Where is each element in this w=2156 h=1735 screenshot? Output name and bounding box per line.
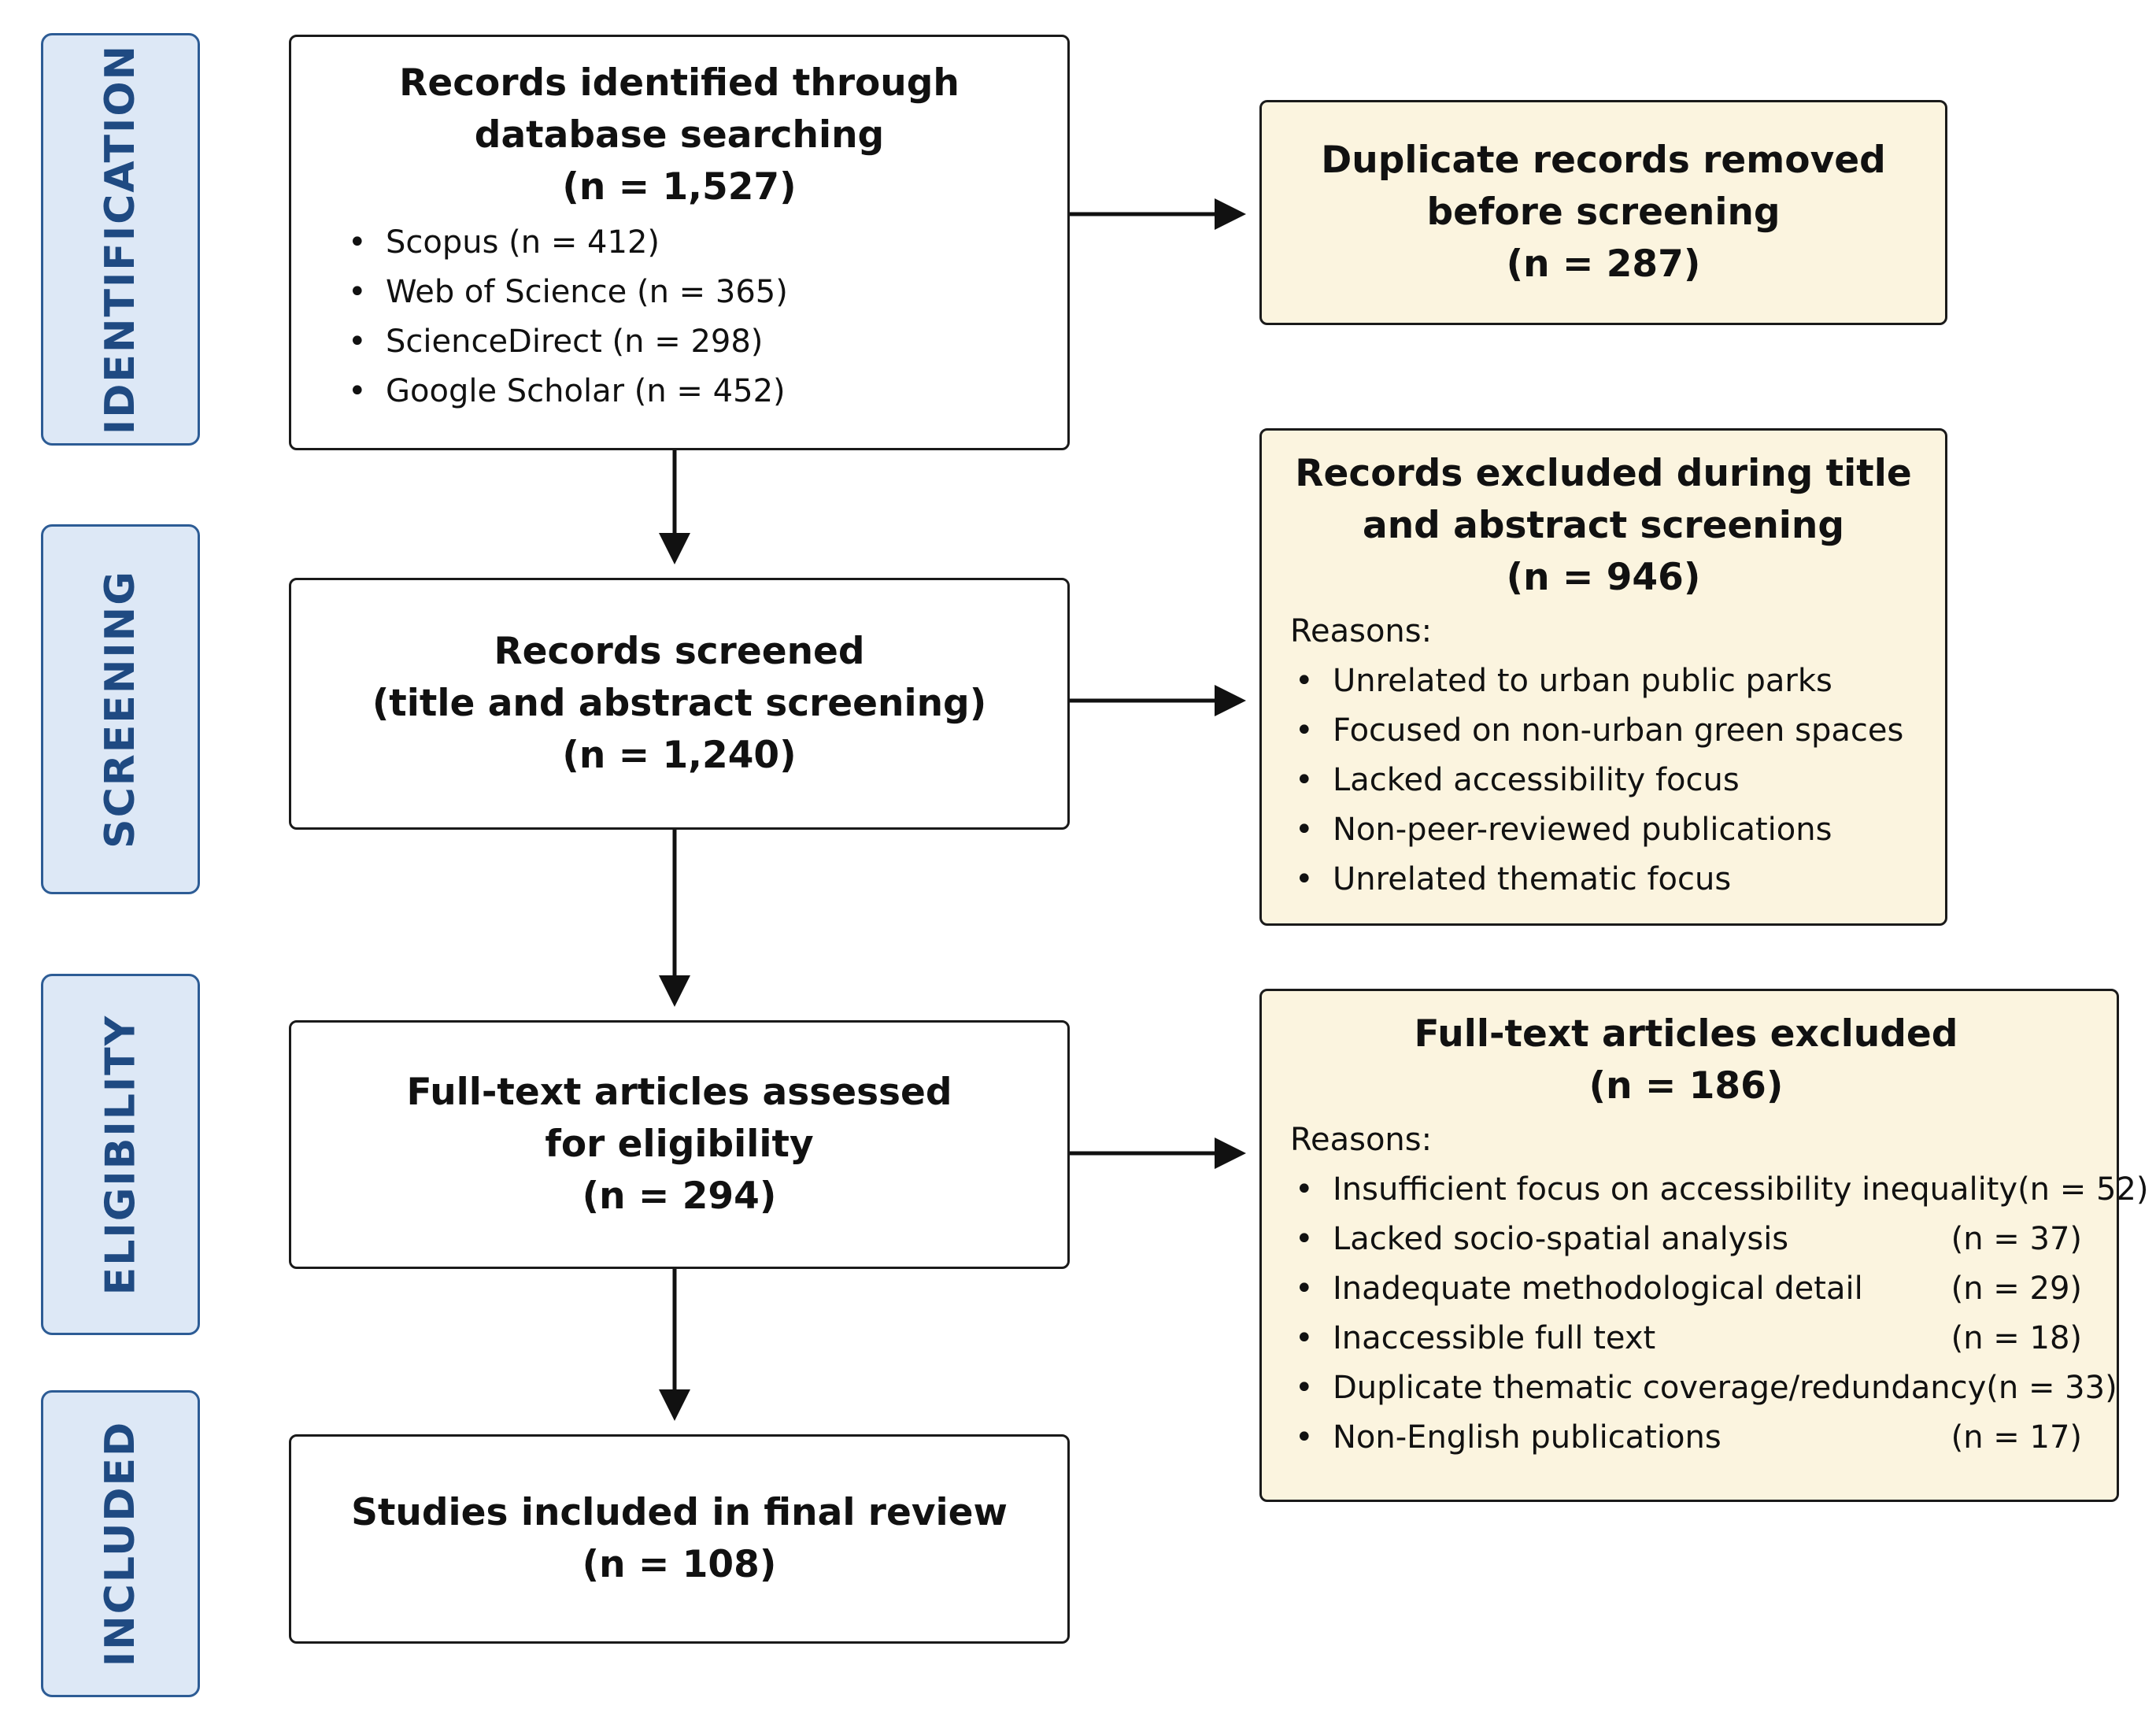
list-item: Inadequate methodological detail (n = 29) xyxy=(1295,1264,2082,1314)
reason-label: Duplicate thematic coverage/redundancy xyxy=(1333,1370,1987,1406)
screening-excluded-count: (n = 946) xyxy=(1506,556,1701,599)
fulltext-excluded-count: (n = 186) xyxy=(1588,1064,1784,1108)
reason-count: (n = 52) xyxy=(2017,1171,2149,1208)
duplicates-title-1: Duplicate records removed xyxy=(1321,139,1886,182)
list-item: Non-English publications (n = 17) xyxy=(1295,1413,2082,1463)
source-item: Scopus (n = 412) xyxy=(348,218,1067,268)
reason-label: Insufficient focus on accessibility ineq… xyxy=(1333,1171,2018,1208)
stage-identification: IDENTIFICATION xyxy=(41,33,200,446)
screening-excluded-box: Records excluded during title and abstra… xyxy=(1259,428,1947,926)
eligibility-title-1: Full-text articles assessed xyxy=(406,1071,952,1114)
list-item: Insufficient focus on accessibility ineq… xyxy=(1295,1165,2148,1215)
included-title: Studies included in final review xyxy=(351,1491,1008,1534)
reason-count: (n = 17) xyxy=(1951,1419,2082,1456)
reason-label: Non-English publications xyxy=(1333,1419,1721,1456)
included-count: (n = 108) xyxy=(582,1543,777,1586)
records-identified-box: Records identified through database sear… xyxy=(289,35,1070,450)
records-identified-title-1: Records identified through xyxy=(399,61,960,105)
reason-label: Lacked socio-spatial analysis xyxy=(1333,1221,1789,1257)
list-item: Lacked accessibility focus xyxy=(1295,756,1945,805)
stage-eligibility: ELIGIBILITY xyxy=(41,974,200,1335)
fulltext-excluded-title: Full-text articles excluded xyxy=(1414,1012,1958,1056)
records-identified-title-2: database searching xyxy=(474,113,885,157)
reason-count: (n = 37) xyxy=(1951,1221,2082,1257)
records-identified-count: (n = 1,527) xyxy=(562,165,797,209)
reason-label: Inaccessible full text xyxy=(1333,1320,1656,1356)
screening-excluded-title-2: and abstract screening xyxy=(1362,504,1844,547)
screening-reasons-label: Reasons: xyxy=(1290,613,1433,649)
stage-included: INCLUDED xyxy=(41,1390,200,1697)
source-item: ScienceDirect (n = 298) xyxy=(348,317,1067,367)
records-screened-title-1: Records screened xyxy=(494,630,865,673)
fulltext-reasons-list: Insufficient focus on accessibility ineq… xyxy=(1295,1165,2148,1463)
duplicates-removed-box: Duplicate records removed before screeni… xyxy=(1259,100,1947,325)
list-item: Duplicate thematic coverage/redundancy(n… xyxy=(1295,1363,2117,1413)
list-item: Non-peer-reviewed publications xyxy=(1295,805,1945,855)
list-item: Focused on non-urban green spaces xyxy=(1295,706,1945,756)
screening-reasons-list: Unrelated to urban public parks Focused … xyxy=(1295,657,1945,904)
list-item: Unrelated thematic focus xyxy=(1295,855,1945,904)
list-item: Inaccessible full text (n = 18) xyxy=(1295,1314,2082,1363)
duplicates-count: (n = 287) xyxy=(1506,242,1701,286)
list-item: Lacked socio-spatial analysis (n = 37) xyxy=(1295,1215,2082,1264)
reason-count: (n = 33) xyxy=(1986,1370,2117,1406)
screening-excluded-title-1: Records excluded during title xyxy=(1295,452,1912,495)
records-screened-box: Records screened (title and abstract scr… xyxy=(289,578,1070,830)
records-screened-title-2: (title and abstract screening) xyxy=(372,682,987,725)
source-item: Google Scholar (n = 452) xyxy=(348,367,1067,416)
fulltext-reasons-label: Reasons: xyxy=(1290,1122,1433,1158)
included-box: Studies included in final review (n = 10… xyxy=(289,1434,1070,1644)
stage-screening: SCREENING xyxy=(41,524,200,894)
duplicates-title-2: before screening xyxy=(1426,191,1781,234)
source-item: Web of Science (n = 365) xyxy=(348,268,1067,317)
eligibility-count: (n = 294) xyxy=(582,1175,777,1218)
reason-count: (n = 18) xyxy=(1951,1320,2082,1356)
reason-label: Inadequate methodological detail xyxy=(1333,1271,1863,1307)
source-list: Scopus (n = 412) Web of Science (n = 365… xyxy=(348,218,1067,416)
records-screened-count: (n = 1,240) xyxy=(562,734,797,777)
list-item: Unrelated to urban public parks xyxy=(1295,657,1945,706)
eligibility-title-2: for eligibility xyxy=(545,1123,814,1166)
fulltext-excluded-box: Full-text articles excluded (n = 186) Re… xyxy=(1259,989,2148,1502)
eligibility-box: Full-text articles assessed for eligibil… xyxy=(289,1020,1070,1269)
reason-count: (n = 29) xyxy=(1951,1271,2082,1307)
